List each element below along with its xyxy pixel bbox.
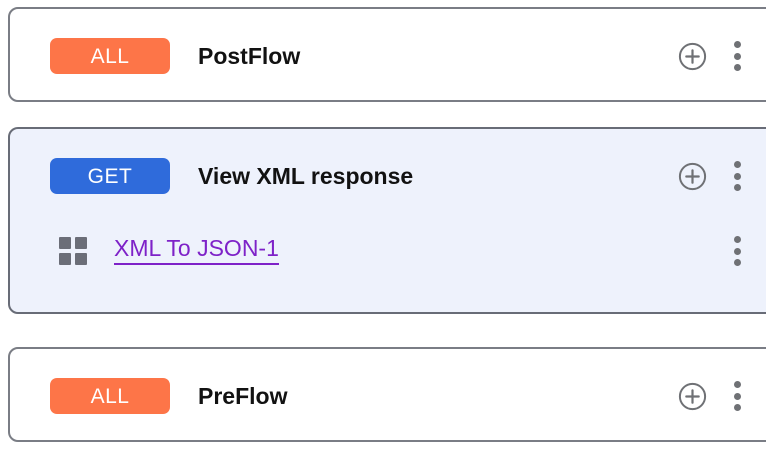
grid-square (59, 237, 71, 249)
kebab-dot (733, 381, 741, 388)
flow-row-preflow[interactable]: ALL PreFlow (10, 368, 766, 424)
grid-squares-icon (59, 237, 87, 265)
grid-square (75, 237, 87, 249)
flow-row-actions (678, 381, 741, 411)
policy-link-xml-to-json-1[interactable]: XML To JSON-1 (114, 237, 279, 265)
flow-card-postflow[interactable]: ALL PostFlow (8, 7, 766, 102)
flow-row-actions (678, 41, 741, 71)
plus-circle-icon[interactable] (678, 42, 707, 71)
kebab-dot (733, 247, 741, 255)
flow-title: View XML response (198, 162, 414, 189)
flow-title: PostFlow (198, 42, 301, 69)
policy-row-xml-to-json-1[interactable]: XML To JSON-1 (10, 223, 766, 279)
kebab-menu-icon[interactable] (733, 236, 741, 266)
kebab-dot (733, 392, 741, 400)
flow-row-postflow[interactable]: ALL PostFlow (10, 28, 766, 84)
kebab-dot (733, 184, 741, 191)
kebab-menu-icon[interactable] (733, 161, 741, 191)
kebab-dot (733, 236, 741, 243)
plus-circle-icon[interactable] (678, 162, 707, 191)
kebab-dot (733, 404, 741, 411)
kebab-menu-icon[interactable] (733, 41, 741, 71)
grid-square (59, 253, 71, 265)
flow-row-view-xml-response[interactable]: GET View XML response (10, 148, 766, 204)
flow-title: PreFlow (198, 382, 288, 409)
flow-card-view-xml-response[interactable]: GET View XML response (8, 127, 766, 314)
flow-row-actions (678, 161, 741, 191)
plus-circle-icon[interactable] (678, 382, 707, 411)
kebab-dot (733, 172, 741, 180)
method-badge-all: ALL (50, 378, 170, 414)
policy-row-actions (733, 236, 741, 266)
kebab-dot (733, 64, 741, 71)
kebab-dot (733, 259, 741, 266)
kebab-dot (733, 41, 741, 48)
kebab-menu-icon[interactable] (733, 381, 741, 411)
kebab-dot (733, 52, 741, 60)
grid-square (75, 253, 87, 265)
kebab-dot (733, 161, 741, 168)
flow-card-preflow[interactable]: ALL PreFlow (8, 347, 766, 442)
method-badge-all: ALL (50, 38, 170, 74)
method-badge-get: GET (50, 158, 170, 194)
